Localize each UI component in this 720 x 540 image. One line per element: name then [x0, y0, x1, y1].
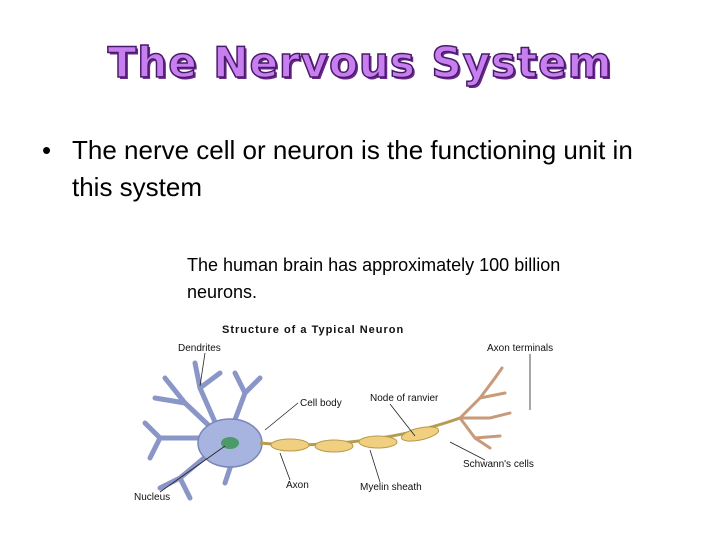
- bullet-symbol: •: [42, 135, 52, 165]
- label-dendrites: Dendrites: [178, 343, 221, 354]
- label-nucleus: Nucleus: [134, 492, 170, 503]
- diagram-title: Structure of a Typical Neuron: [222, 324, 404, 336]
- nucleus-shape: [221, 437, 239, 449]
- bullet-text: The nerve cell or neuron is the function…: [72, 135, 633, 202]
- label-myelin-sheath: Myelin sheath: [360, 482, 422, 493]
- label-axon-terminals: Axon terminals: [487, 343, 553, 354]
- slide-title: The Nervous System: [107, 37, 613, 88]
- pointer-lines: [159, 352, 531, 493]
- axon-terminals-shape: [458, 366, 512, 450]
- bullet-point: • The nerve cell or neuron is the functi…: [42, 132, 662, 206]
- neuron-count-note: The human brain has approximately 100 bi…: [187, 255, 561, 302]
- label-schwanns-cells: Schwann's cells: [463, 459, 534, 470]
- label-cell-body: Cell body: [300, 398, 342, 409]
- myelin-sheath-shapes: [270, 426, 440, 453]
- label-axon: Axon: [286, 480, 309, 491]
- label-node-of-ranvier: Node of ranvier: [370, 393, 439, 404]
- neuron-diagram: Structure of a Typical Neuron Dendrites: [134, 324, 553, 503]
